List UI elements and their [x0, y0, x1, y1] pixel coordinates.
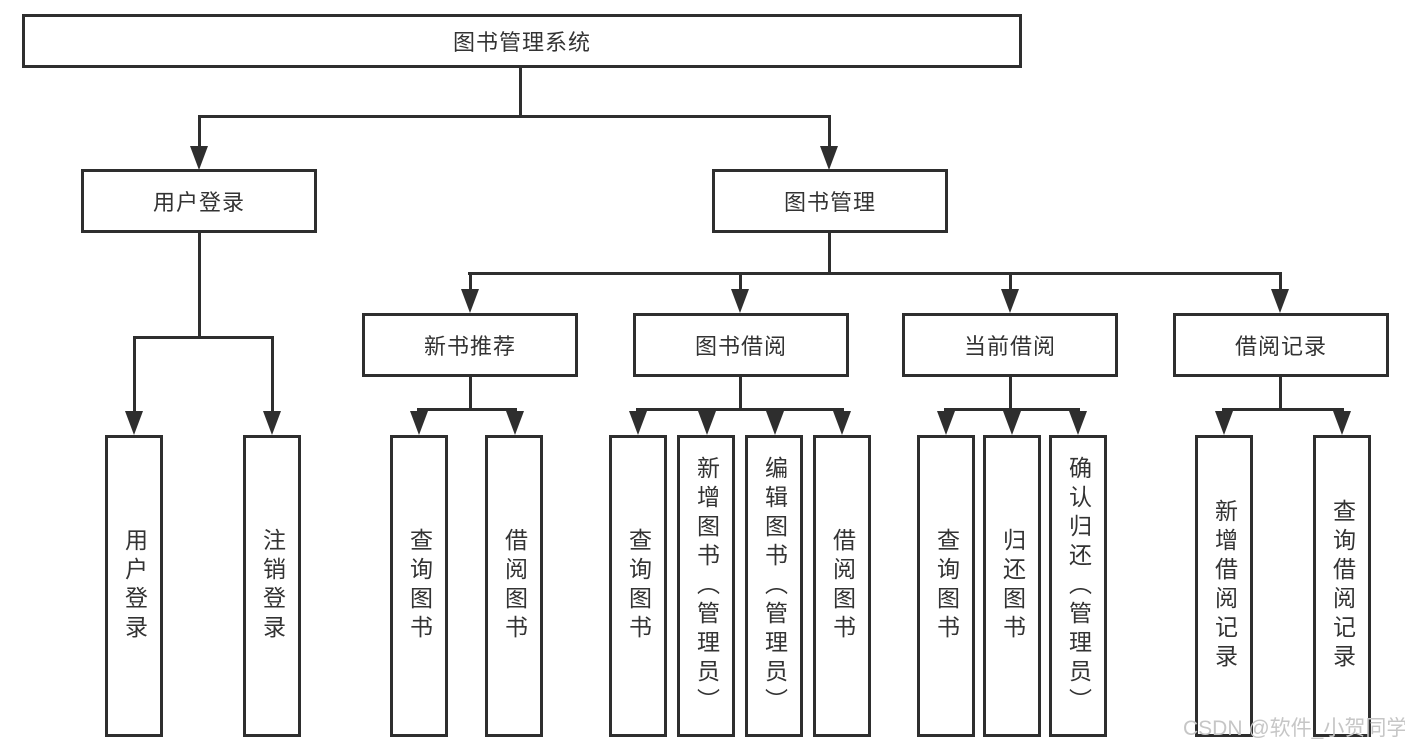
arrowhead-down-icon: [506, 411, 524, 435]
arrowhead-down-icon: [1215, 411, 1233, 435]
connector-line: [198, 115, 831, 118]
connector-line: [1222, 408, 1344, 411]
arrowhead-down-icon: [1003, 411, 1021, 435]
node-book-management: 图书管理: [712, 169, 948, 233]
leaf-query-books-current: 查询图书: [917, 435, 975, 737]
arrowhead-down-icon: [1333, 411, 1351, 435]
connector-line: [1279, 377, 1282, 411]
leaf-user-login: 用户登录: [105, 435, 163, 737]
arrowhead-down-icon: [410, 411, 428, 435]
connector-line: [198, 233, 201, 339]
leaf-add-books-admin: 新增图书（管理员）: [677, 435, 735, 737]
arrowhead-down-icon: [629, 411, 647, 435]
connector-line: [468, 272, 1281, 275]
connector-line: [828, 233, 831, 275]
arrowhead-down-icon: [1069, 411, 1087, 435]
leaf-borrow-books: 借阅图书: [813, 435, 871, 737]
connector-line: [1009, 272, 1012, 291]
connector-line: [417, 408, 517, 411]
arrowhead-down-icon: [698, 411, 716, 435]
arrowhead-down-icon: [1001, 289, 1019, 313]
connector-line: [198, 115, 201, 148]
connector-line: [739, 272, 742, 291]
leaf-add-borrow-record: 新增借阅记录: [1195, 435, 1253, 737]
arrowhead-down-icon: [820, 146, 838, 170]
arrowhead-down-icon: [731, 289, 749, 313]
node-current-borrowing: 当前借阅: [902, 313, 1118, 377]
connector-line: [1009, 377, 1012, 411]
connector-line: [271, 336, 274, 413]
leaf-confirm-return-admin: 确认归还（管理员）: [1049, 435, 1107, 737]
leaf-return-books: 归还图书: [983, 435, 1041, 737]
arrowhead-down-icon: [1271, 289, 1289, 313]
connector-line: [636, 408, 844, 411]
node-user-login: 用户登录: [81, 169, 317, 233]
node-borrow-records: 借阅记录: [1173, 313, 1389, 377]
connector-line: [133, 336, 274, 339]
node-new-book-recommend: 新书推荐: [362, 313, 578, 377]
arrowhead-down-icon: [766, 411, 784, 435]
connector-line: [469, 377, 472, 411]
leaf-query-books-borrow: 查询图书: [609, 435, 667, 737]
leaf-query-books-recommend: 查询图书: [390, 435, 448, 737]
connector-line: [469, 272, 472, 291]
arrowhead-down-icon: [125, 411, 143, 435]
leaf-logout: 注销登录: [243, 435, 301, 737]
leaf-borrow-books-recommend: 借阅图书: [485, 435, 543, 737]
node-book-borrowing: 图书借阅: [633, 313, 849, 377]
csdn-watermark: CSDN @软件_小贺同学: [1183, 717, 1405, 740]
connector-line: [944, 408, 1080, 411]
connector-line: [133, 336, 136, 413]
leaf-edit-books-admin: 编辑图书（管理员）: [745, 435, 803, 737]
arrowhead-down-icon: [263, 411, 281, 435]
connector-line: [1279, 272, 1282, 291]
arrowhead-down-icon: [937, 411, 955, 435]
arrowhead-down-icon: [833, 411, 851, 435]
arrowhead-down-icon: [461, 289, 479, 313]
arrowhead-down-icon: [190, 146, 208, 170]
connector-line: [828, 115, 831, 148]
leaf-query-borrow-record: 查询借阅记录: [1313, 435, 1371, 737]
connector-line: [519, 68, 522, 118]
node-root-library-system: 图书管理系统: [22, 14, 1022, 68]
connector-line: [739, 377, 742, 411]
